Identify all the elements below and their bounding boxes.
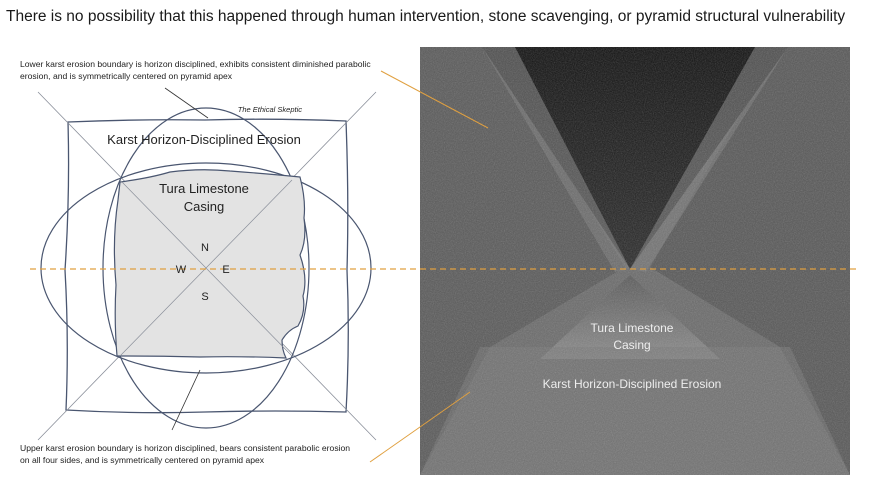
outer-square-outline bbox=[64, 118, 349, 414]
sketch-karst-label: Karst Horizon-Disciplined Erosion bbox=[107, 132, 301, 147]
top-pointer-line bbox=[164, 87, 209, 119]
compass-s: S bbox=[201, 291, 208, 303]
upper-erosion-ellipse bbox=[40, 162, 372, 374]
photo-casing-label-1: Tura Limestone bbox=[591, 321, 674, 335]
compass-n: N bbox=[201, 242, 209, 254]
bottom-leader-line bbox=[369, 391, 471, 463]
watermark: The Ethical Skeptic bbox=[238, 105, 302, 114]
compass-w: W bbox=[176, 264, 187, 276]
sketch-casing-label-1: Tura Limestone bbox=[159, 181, 249, 196]
compass-e: E bbox=[222, 264, 229, 276]
pyramid-photo: Tura Limestone Casing Karst Horizon-Disc… bbox=[420, 47, 850, 475]
photo-casing-label-2: Casing bbox=[613, 338, 650, 352]
upper-boundary-note: Upper karst erosion boundary is horizon … bbox=[20, 443, 351, 465]
lower-erosion-ellipse bbox=[102, 107, 310, 429]
sketch-casing-label-2: Casing bbox=[184, 199, 224, 214]
bottom-pointer-line bbox=[171, 369, 201, 431]
headline: There is no possibility that this happen… bbox=[6, 8, 846, 25]
photo-karst-label: Karst Horizon-Disciplined Erosion bbox=[543, 377, 722, 391]
top-leader-line bbox=[380, 70, 489, 129]
lower-boundary-note: Lower karst erosion boundary is horizon … bbox=[20, 59, 371, 81]
